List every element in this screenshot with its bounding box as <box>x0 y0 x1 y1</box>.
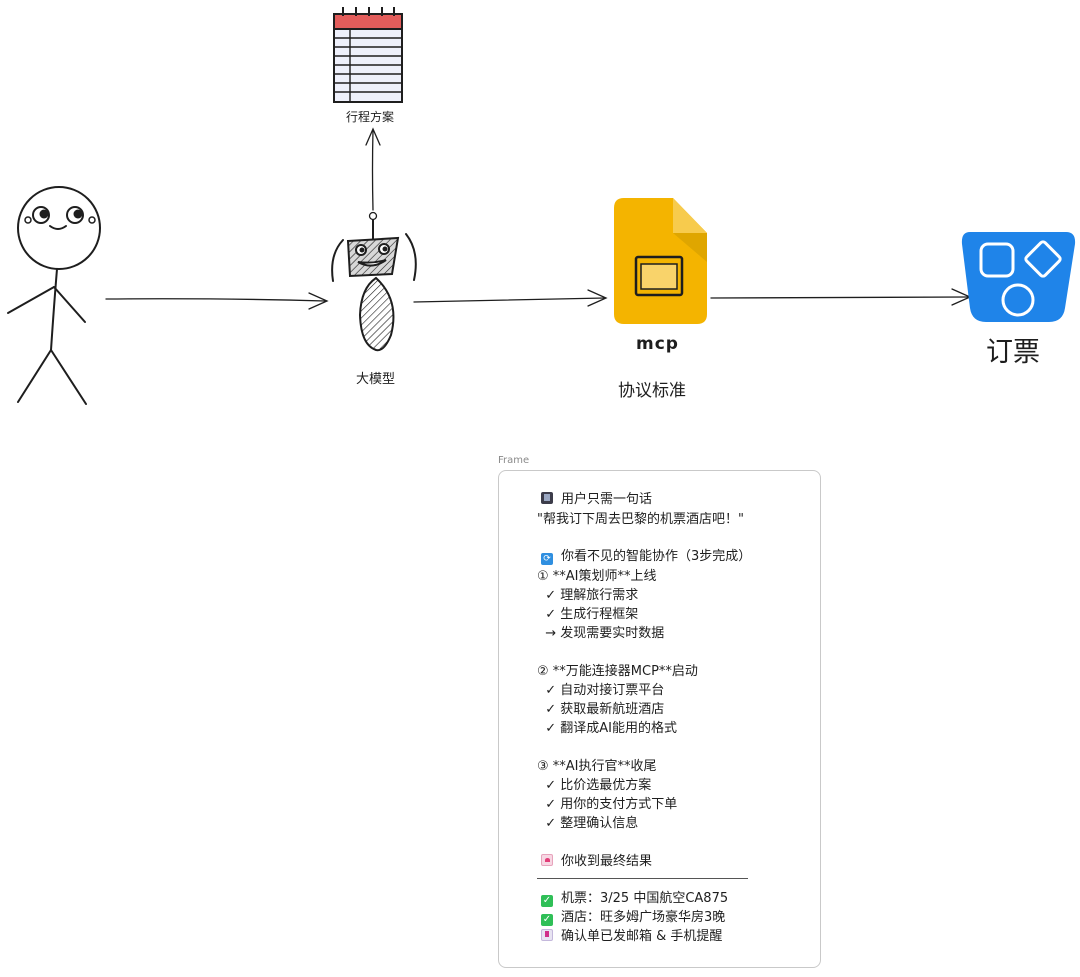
frame-line-8: ② **万能连接器MCP**启动 <box>537 664 698 679</box>
calendar-icon <box>333 7 403 103</box>
robot-icon <box>331 219 417 352</box>
arrow-user-to-llm <box>105 292 329 310</box>
protocol-label: 协议标准 <box>618 381 686 401</box>
llm-label: 大模型 <box>356 372 396 387</box>
stick-figure-user <box>7 186 101 405</box>
frame-divider <box>537 878 748 879</box>
arrow-llm-to-plan <box>365 127 381 221</box>
frame-line-19: 确认单已发邮箱 & 手机提醒 <box>541 927 722 946</box>
inbox-icon <box>541 929 553 941</box>
mcp-label: mcp <box>636 334 679 354</box>
frame-line-14: ✓ 用你的支付方式下单 <box>537 797 678 812</box>
plan-label: 行程方案 <box>346 110 395 124</box>
frame-line-5: ✓ 理解旅行需求 <box>537 588 639 603</box>
check-mark-icon: ✓ <box>541 914 553 926</box>
frame-line-2: "帮我订下周去巴黎的机票酒店吧！" <box>537 512 744 527</box>
frame-line-4: ① **AI策划师**上线 <box>537 569 657 584</box>
shapes-app-icon <box>961 232 1076 322</box>
frame-title: Frame <box>498 455 530 466</box>
frame-line-1: 用户只需一句话 <box>541 490 652 509</box>
frame-line-7: → 发现需要实时数据 <box>537 626 665 641</box>
arrow-llm-to-mcp <box>413 289 608 307</box>
frame-line-10: ✓ 获取最新航班酒店 <box>537 702 665 717</box>
slides-document-icon <box>614 198 707 324</box>
check-mark-icon: ✓ <box>541 895 553 907</box>
refresh-icon: ⟳ <box>541 553 553 565</box>
phone-icon <box>541 492 553 504</box>
frame-line-16: 你收到最终结果 <box>541 852 652 871</box>
frame-line-11: ✓ 翻译成AI能用的格式 <box>537 721 678 736</box>
frame-line-9: ✓ 自动对接订票平台 <box>537 683 665 698</box>
arrow-mcp-to-booking <box>710 288 972 306</box>
love-letter-icon <box>541 854 553 866</box>
frame-line-12: ③ **AI执行官**收尾 <box>537 759 657 774</box>
frame-line-15: ✓ 整理确认信息 <box>537 816 639 831</box>
booking-label: 订票 <box>986 337 1040 368</box>
frame-line-6: ✓ 生成行程框架 <box>537 607 639 622</box>
frame-line-18: ✓酒店：旺多姆广场豪华房3晚 <box>541 910 726 926</box>
frame-line-17: ✓机票：3/25 中国航空CA875 <box>541 891 729 907</box>
frame-line-13: ✓ 比价选最优方案 <box>537 778 652 793</box>
frame-line-3: ⟳你看不见的智能协作（3步完成） <box>541 547 751 566</box>
